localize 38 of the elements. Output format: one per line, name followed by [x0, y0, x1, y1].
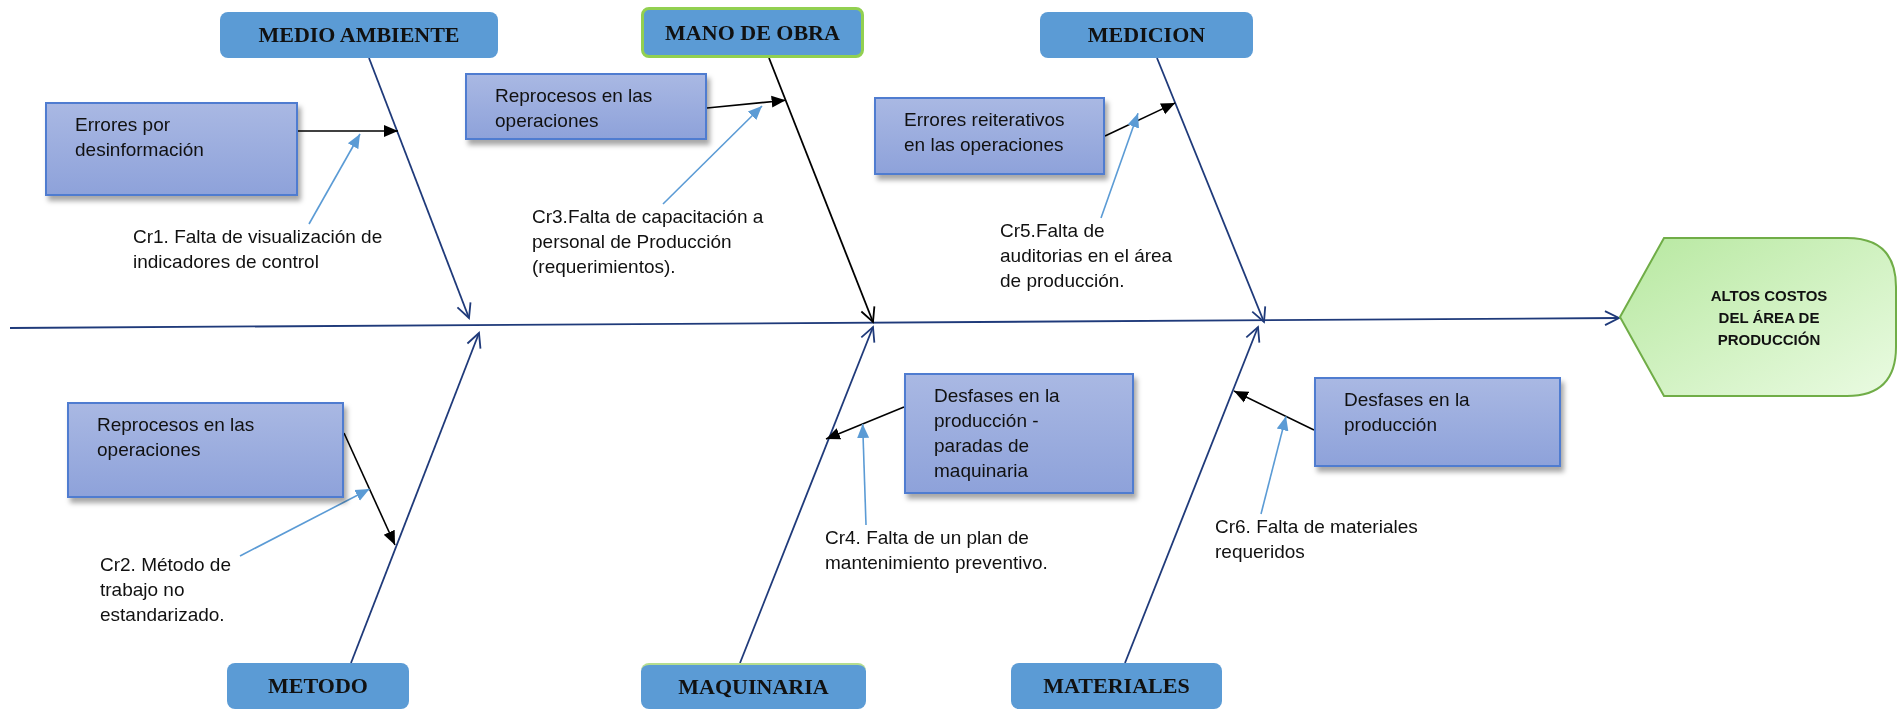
- root-cause-text: Cr1. Falta de visualización de indicadores de control: [133, 224, 401, 274]
- category-box: MANO DE OBRA: [641, 7, 864, 58]
- arrow: [343, 432, 396, 546]
- cause-box: Errores reiterativos en las operaciones: [874, 97, 1105, 175]
- root-cause-text: Cr5.Falta de auditorias en el área de producción.: [1000, 218, 1185, 293]
- category-box: MAQUINARIA: [641, 663, 866, 709]
- arrow: [1233, 390, 1315, 431]
- bone-arrow: [739, 326, 876, 664]
- category-box: MATERIALES: [1011, 663, 1222, 709]
- arrow: [1104, 102, 1176, 137]
- category-box: METODO: [227, 663, 409, 709]
- effect-text: ALTOS COSTOS DEL ÁREA DE PRODUCCIÓN: [1709, 286, 1829, 350]
- root-cause-text: Cr4. Falta de un plan de mantenimiento preventivo.: [825, 525, 1055, 575]
- bone-arrow: [1124, 326, 1261, 664]
- arrow: [297, 125, 399, 137]
- leader-arrow: [1260, 415, 1289, 515]
- root-cause-text: Cr2. Método de trabajo no estandarizado.: [100, 552, 332, 627]
- leader-arrow: [308, 133, 361, 225]
- cause-box: Reprocesos en las operaciones: [67, 402, 344, 498]
- cause-box: Desfases en la producción: [1314, 377, 1561, 467]
- cause-box: Desfases en la producción - paradas de maquinaria: [904, 373, 1134, 494]
- leader-arrow: [239, 488, 371, 557]
- category-box: MEDICION: [1040, 12, 1253, 58]
- leader-arrow: [857, 423, 870, 526]
- bone-arrow: [1156, 57, 1267, 323]
- leader-arrow: [1100, 112, 1139, 219]
- bone-arrow: [350, 332, 482, 664]
- leader-arrow: [662, 105, 763, 205]
- root-cause-text: Cr6. Falta de materiales requeridos: [1215, 514, 1460, 564]
- cause-box: Reprocesos en las operaciones: [465, 73, 707, 140]
- arrow: [706, 95, 787, 109]
- bone-arrow: [768, 57, 876, 323]
- category-box: MEDIO AMBIENTE: [220, 12, 498, 58]
- spine-arrow: [9, 310, 1620, 329]
- root-cause-text: Cr3.Falta de capacitación a personal de Producción (requerimientos).: [532, 204, 772, 279]
- arrow: [825, 406, 905, 440]
- bone-arrow: [368, 57, 472, 319]
- cause-box: Errores por desinformación: [45, 102, 298, 196]
